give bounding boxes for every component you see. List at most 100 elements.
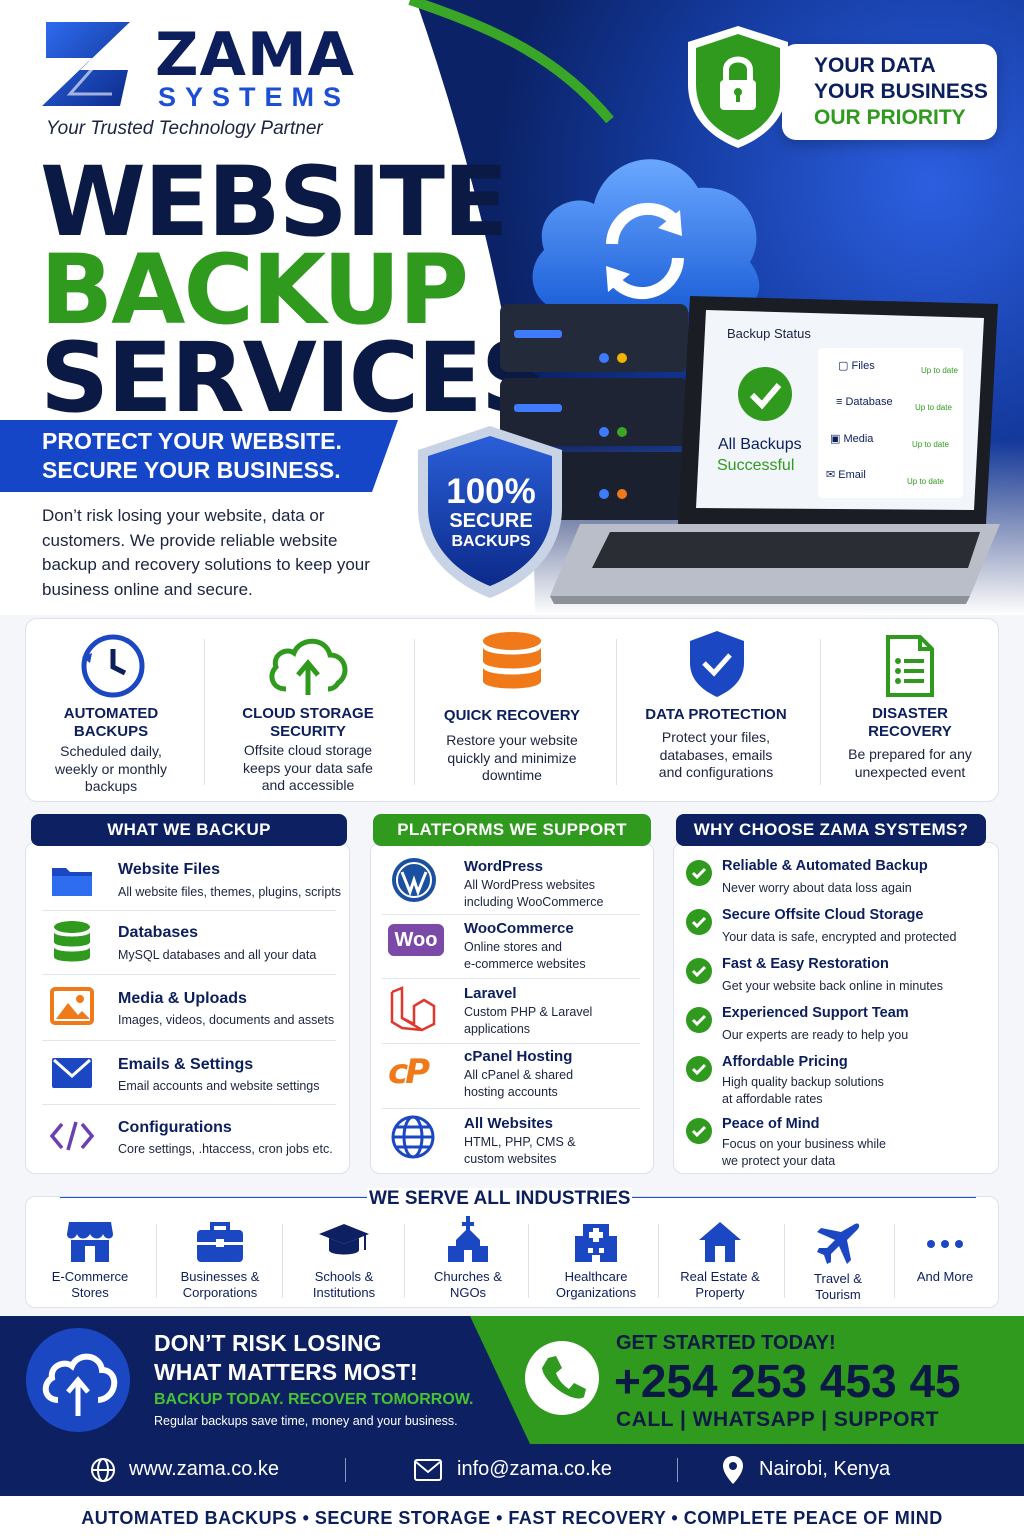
briefcase-icon [197, 1222, 243, 1262]
email-icon [414, 1459, 442, 1481]
storefront-icon [67, 1222, 113, 1262]
feature-data-protection: DATA PROTECTION Protect your files,datab… [618, 619, 814, 803]
backup-item-title: Media & Uploads [118, 990, 247, 1007]
database-green-icon [54, 921, 90, 962]
location-pin-icon [723, 1456, 743, 1484]
divider [894, 1224, 895, 1298]
divider [156, 1224, 157, 1298]
get-started-label: GET STARTED TODAY! [616, 1332, 836, 1354]
backup-item-desc: Images, videos, documents and assets [118, 1013, 335, 1027]
why-panel-title: WHY CHOOSE ZAMA SYSTEMS? [676, 814, 986, 846]
ribbon-line-1: PROTECT YOUR WEBSITE. [42, 428, 342, 454]
status-title: Backup Status [727, 326, 811, 341]
backup-panel [25, 842, 350, 1174]
status-main-2: Successful [717, 457, 795, 474]
divider [382, 1108, 640, 1109]
industry-schools: Schools &Institutions [292, 1220, 396, 1301]
backup-item-title: Emails & Settings [118, 1056, 254, 1073]
backup-item-title: Website Files [118, 861, 220, 878]
hero-section: ZAMA SYSTEMS Your Trusted Technology Par… [0, 0, 1024, 615]
status-media-state: Up to date [912, 440, 949, 449]
divider [42, 974, 336, 975]
divider [820, 639, 821, 785]
industry-businesses: Businesses &Corporations [168, 1220, 272, 1301]
secure-shield-badge [418, 426, 562, 598]
divider [42, 910, 336, 911]
divider [382, 1043, 640, 1044]
check-circle-icon [686, 860, 712, 886]
wordpress-icon [392, 858, 436, 902]
database-small-icon: ≡ [836, 396, 843, 408]
divider [382, 978, 640, 979]
image-icon [50, 987, 94, 1025]
status-list [818, 348, 963, 498]
footer-tagline: AUTOMATED BACKUPS • SECURE STORAGE • FAS… [0, 1496, 1024, 1536]
divider [42, 1104, 336, 1105]
headline-line-3: SERVICES [40, 322, 550, 434]
platform-desc: HTML, PHP, CMS &custom websites [464, 1135, 576, 1166]
divider [282, 1224, 283, 1298]
priority-card: YOUR DATA YOUR BUSINESS OUR PRIORITY [782, 44, 997, 140]
lock-shield-icon [688, 26, 788, 148]
divider [204, 639, 205, 785]
priority-line-3: OUR PRIORITY [814, 106, 966, 129]
cloud-upload-icon [269, 638, 348, 695]
feature-title: QUICK RECOVERY [443, 707, 581, 724]
divider [404, 1224, 405, 1298]
platform-title: All Websites [464, 1115, 553, 1132]
platform-title: WooCommerce [464, 920, 574, 937]
industries-title: WE SERVE ALL INDUSTRIES [367, 1188, 633, 1210]
contact-bar [0, 1444, 1024, 1496]
priority-line-2: YOUR BUSINESS [814, 80, 988, 103]
headline-line-1: WEBSITE [40, 146, 509, 258]
cta-banner [0, 1316, 1024, 1444]
why-panel [673, 842, 999, 1174]
protect-ribbon [0, 420, 398, 492]
check-circle-icon [686, 958, 712, 984]
file-icon: ▢ [838, 360, 849, 372]
badge-line-3: BACKUPS [451, 533, 531, 550]
divider [616, 639, 617, 785]
brand-name: ZAMA [155, 20, 356, 90]
status-database-state: Up to date [915, 403, 952, 412]
status-files-state: Up to date [921, 366, 958, 375]
website-link[interactable]: www.zama.co.ke [129, 1458, 280, 1480]
database-icon [483, 632, 541, 689]
divider [414, 639, 415, 785]
cta-small: Regular backups save time, money and you… [154, 1414, 458, 1428]
phone-number[interactable]: +254 253 453 45 [614, 1355, 961, 1407]
backup-item-desc: MySQL databases and all your data [118, 948, 317, 962]
divider [784, 1224, 785, 1298]
hero-description: Don’t risk losing your website, data or … [42, 506, 370, 599]
divider [42, 1040, 336, 1041]
divider [677, 1458, 678, 1482]
backup-item-desc: Core settings, .htaccess, cron jobs etc. [118, 1142, 333, 1156]
status-files-label: ▢ Files [838, 360, 875, 372]
clock-icon [81, 634, 145, 698]
contact-channels: CALL | WHATSAPP | SUPPORT [616, 1408, 939, 1431]
backup-panel-title: WHAT WE BACKUP [31, 814, 347, 846]
document-list-icon [886, 635, 934, 697]
phone-icon[interactable] [524, 1340, 600, 1416]
church-icon [448, 1216, 488, 1262]
email-link[interactable]: info@zama.co.ke [457, 1458, 612, 1480]
badge-percent: 100% [446, 472, 536, 511]
status-main-1: All Backups [718, 436, 802, 453]
headline-line-2: BACKUP [40, 234, 469, 346]
globe-icon [391, 1115, 435, 1159]
zama-logo-icon [42, 22, 130, 106]
status-media-label: ▣ Media [830, 433, 874, 445]
divider [658, 1224, 659, 1298]
location-text: Nairobi, Kenya [759, 1458, 891, 1480]
